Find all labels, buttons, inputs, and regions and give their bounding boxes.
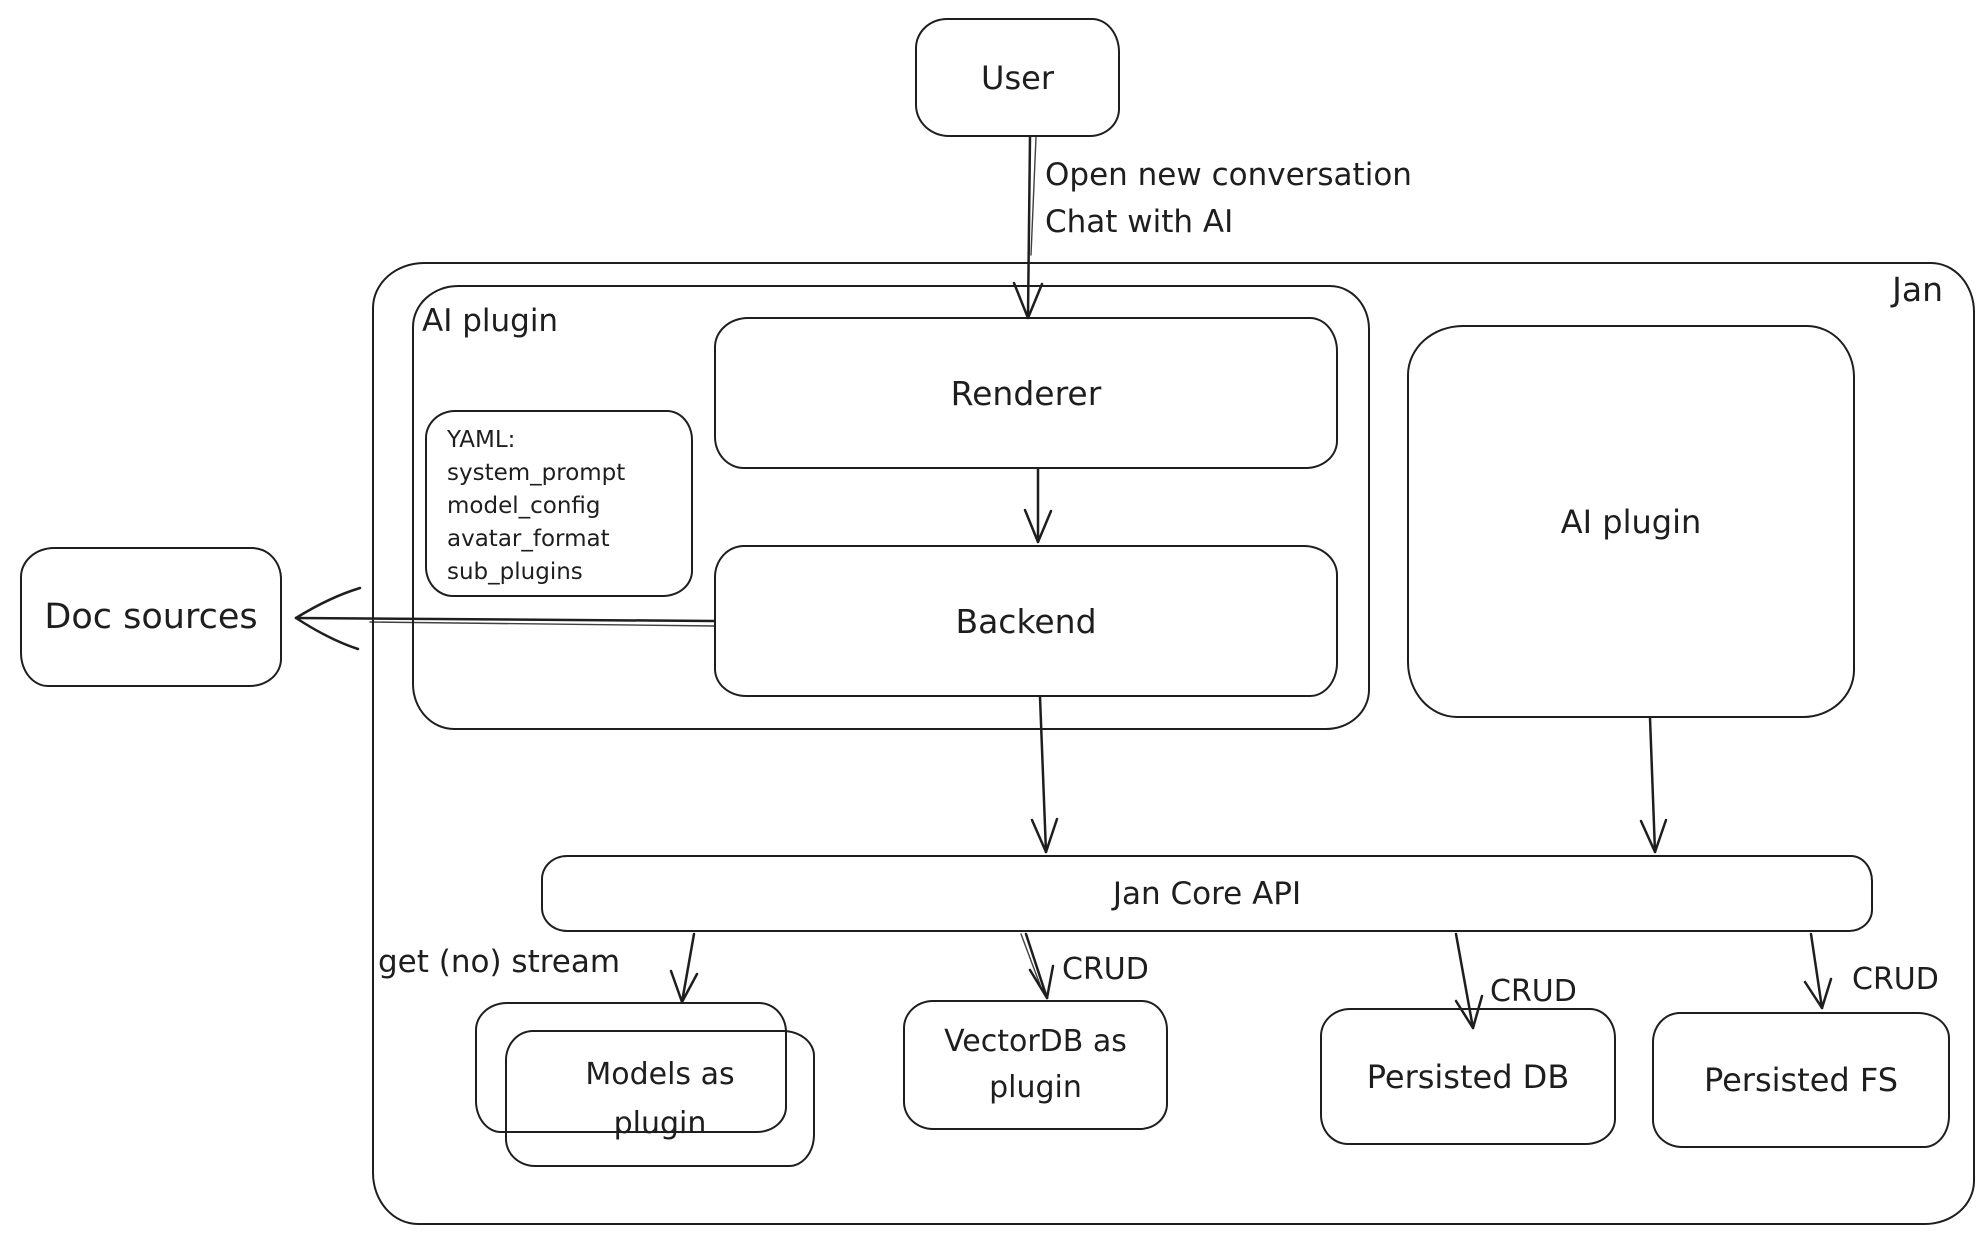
node-persisted-fs: Persisted FS (1652, 1012, 1950, 1148)
node-vectordb-plugin: VectorDB as plugin (903, 1000, 1168, 1130)
node-yaml-note: YAML: system_prompt model_config avatar_… (425, 410, 693, 597)
node-ai-plugin-right: AI plugin (1407, 325, 1855, 718)
yaml-note-text: YAML: system_prompt model_config avatar_… (447, 427, 626, 585)
vectordb-plugin-label: VectorDB as plugin (944, 1024, 1127, 1105)
node-persisted-db: Persisted DB (1320, 1008, 1616, 1145)
renderer-label: Renderer (950, 373, 1102, 413)
edge-label-crud-persisted-db: CRUD (1490, 974, 1577, 1009)
edge-label-get-no-stream: get (no) stream (378, 944, 621, 980)
node-models-plugin: Models as plugin (505, 1030, 815, 1167)
persisted-fs-label: Persisted FS (1703, 1061, 1899, 1099)
jan-core-api-label: Jan Core API (1112, 875, 1302, 912)
edge-label-crud-vectordb: CRUD (1062, 952, 1149, 987)
ai-plugin-right-label: AI plugin (1560, 502, 1702, 541)
node-backend: Backend (714, 545, 1338, 697)
edge-label-user-to-renderer: Open new conversation Chat with AI (1045, 157, 1412, 240)
jan-container-label: Jan (1892, 270, 1943, 309)
node-user: User (915, 18, 1120, 137)
ai-plugin-group-label: AI plugin (422, 303, 559, 339)
node-ai-plugin-group: AI plugin (412, 285, 1370, 730)
node-jan-container: Jan (372, 262, 1975, 1225)
persisted-db-label: Persisted DB (1366, 1057, 1570, 1096)
node-renderer: Renderer (714, 317, 1338, 469)
doc-sources-label: Doc sources (44, 597, 258, 637)
node-models-plugin-outer (475, 1002, 787, 1133)
models-plugin-label: Models as plugin (585, 1056, 735, 1141)
node-doc-sources: Doc sources (20, 547, 282, 687)
edge-label-crud-persisted-fs: CRUD (1852, 962, 1939, 997)
user-label: User (981, 58, 1054, 97)
backend-label: Backend (955, 601, 1097, 641)
node-jan-core-api: Jan Core API (541, 855, 1873, 932)
